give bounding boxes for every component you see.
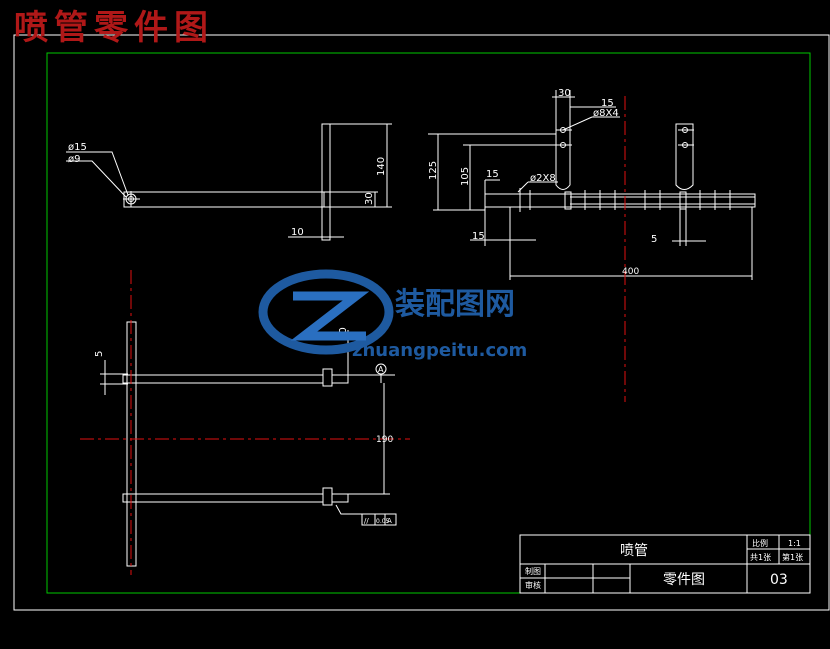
tol-datum: A: [387, 517, 392, 525]
label-drawn: 制图: [525, 566, 541, 576]
plate-side: [321, 123, 331, 241]
label-sheet: 第1张: [782, 552, 803, 562]
top-right-dims: 30 15 ø8X4 125 105 15 ø2X8 15 5 400: [428, 88, 657, 277]
dim-total: 400: [622, 267, 639, 277]
tol-symbol: //: [364, 517, 369, 525]
page-heading: 喷管零件图: [14, 8, 214, 48]
dim-offset: 10: [291, 227, 304, 238]
top-right-view: [428, 90, 756, 280]
watermark-url: zhuangpeitu.com: [352, 340, 527, 361]
dim-right: 5: [651, 234, 657, 245]
label-checked: 审核: [525, 580, 541, 590]
dim-h3: 15: [486, 169, 499, 180]
top-left-dims: ø15 ø9 140 30 10: [68, 142, 387, 238]
inner-frame: [46, 52, 811, 594]
bottom-dims: 5 10 190 A // 0.05 A: [94, 327, 393, 525]
arm-upper: [122, 374, 324, 384]
dim-spacing: 190: [376, 435, 393, 445]
watermark-z-icon: [290, 291, 370, 341]
dim-h2: 105: [460, 167, 471, 186]
nozzle-left: [555, 96, 571, 190]
dim-h1: 125: [428, 161, 439, 180]
title-block: [519, 534, 811, 594]
drawing-number: 03: [770, 572, 788, 588]
datum-label: A: [378, 365, 384, 374]
dim-left: 15: [472, 231, 485, 242]
arm-lower: [122, 493, 324, 503]
part-name: 喷管: [620, 543, 648, 559]
dim-thickness: 30: [364, 192, 375, 205]
drawing-kind: 零件图: [663, 572, 705, 588]
dim-width-top: 30: [558, 88, 571, 99]
top-left-view: [66, 123, 392, 241]
outer-frame: [13, 34, 830, 611]
watermark-brand: 装配图网: [395, 287, 515, 322]
watermark-ring-icon: [258, 269, 394, 355]
dim-dia-outer: ø15: [68, 142, 87, 153]
title-block-text: 喷管 零件图 比例 1:1 共1张 第1张 制图 审核 03: [525, 538, 803, 590]
dim-gap-top: 15: [601, 98, 614, 109]
dim-dia-inner: ø9: [68, 154, 80, 165]
pipe-spec: ø2X8: [530, 173, 556, 184]
main-pipe: [484, 193, 756, 208]
tol-value: 0.05: [376, 518, 390, 525]
dim-wall: 5: [94, 351, 105, 357]
watermark-logo: 装配图网 zhuangpeitu.com: [258, 269, 527, 361]
value-scale: 1:1: [788, 539, 801, 548]
tube-body: [123, 191, 325, 208]
hole-spec: ø8X4: [593, 108, 619, 119]
dim-height: 140: [376, 157, 387, 176]
label-qty: 共1张: [750, 553, 771, 562]
label-scale: 比例: [752, 538, 768, 548]
tolerance-frame: [361, 513, 397, 526]
nozzle-right: [675, 123, 694, 190]
